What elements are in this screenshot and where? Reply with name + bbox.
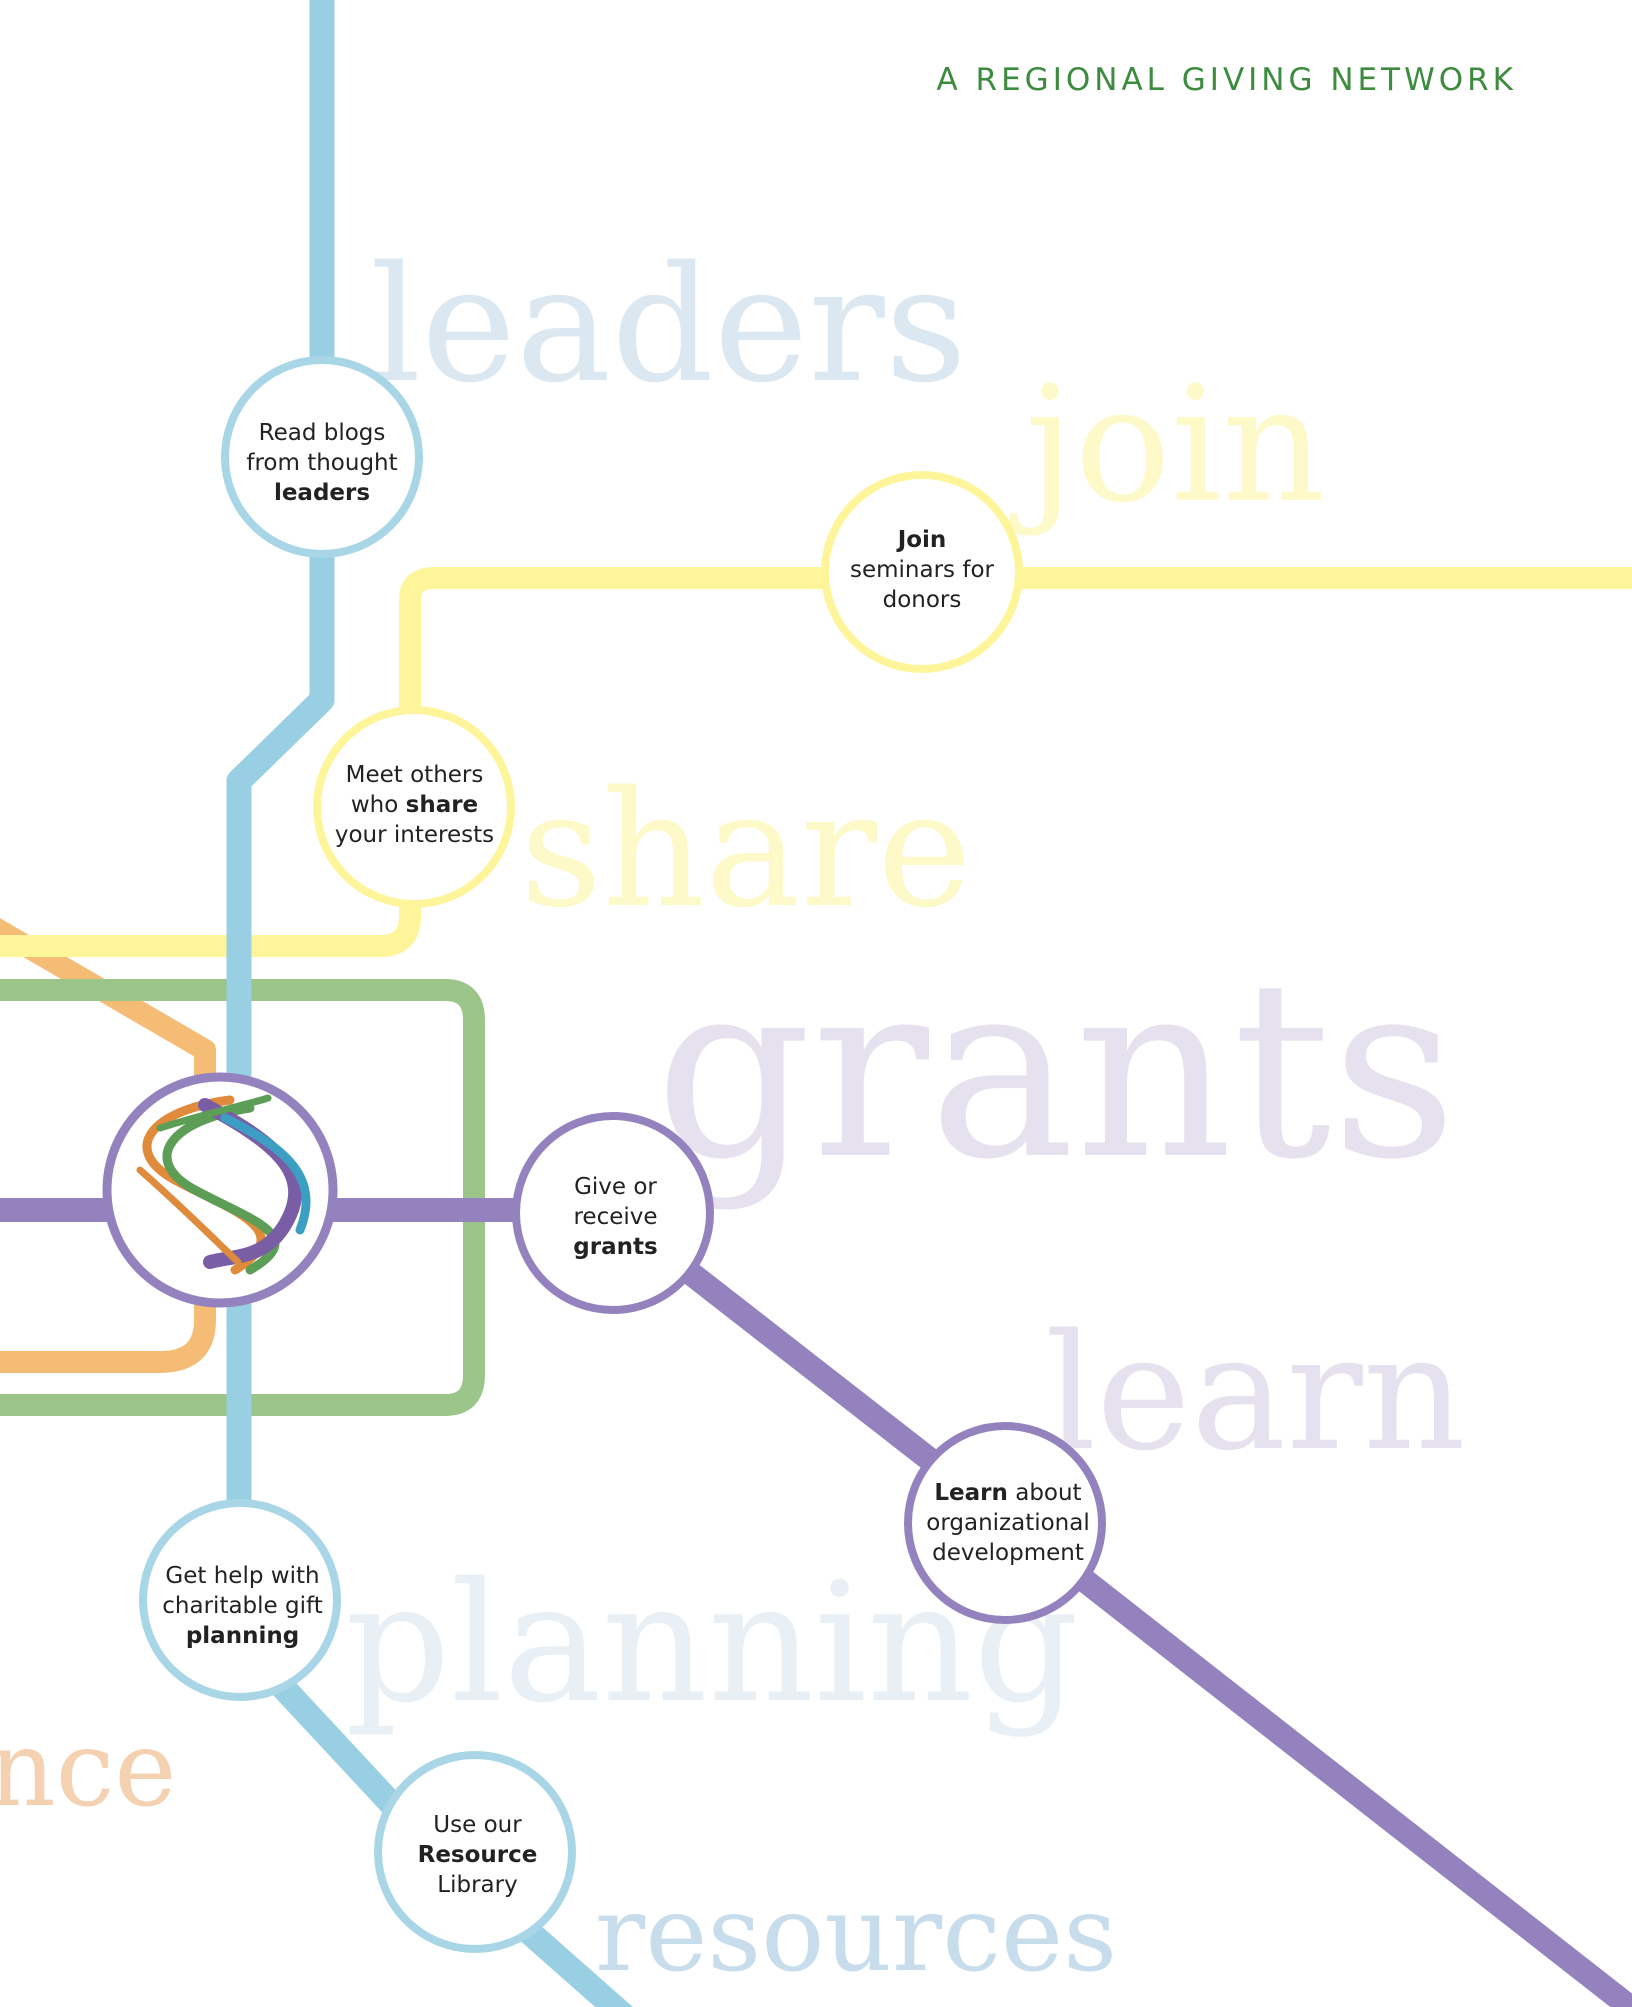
station-label-resource: Use our Resource Library	[405, 1810, 550, 1900]
station-label-share-bold: share	[405, 792, 479, 818]
station-resource[interactable]	[374, 1751, 576, 1953]
orange-line	[0, 918, 216, 1373]
station-label-share-post: your interests	[334, 822, 495, 848]
bg-word-nce: nce	[0, 1708, 177, 1830]
station-label-planning-bold: planning	[185, 1623, 300, 1649]
station-label-share-pre: Meet others who	[345, 762, 484, 818]
station-label-blogs: Read blogs from thought leaders	[232, 418, 412, 508]
bg-word-learn: learn	[1045, 1299, 1466, 1486]
station-label-join: Join seminars for donors	[842, 525, 1002, 615]
green-line	[0, 979, 485, 1416]
bg-word-share: share	[520, 756, 972, 943]
bg-word-join: join	[1009, 351, 1325, 538]
station-label-join-bold: Join	[897, 527, 947, 553]
ribbon-logo-icon	[136, 1094, 311, 1275]
station-label-learn: Learn about organizational development	[918, 1478, 1098, 1568]
station-grants[interactable]	[512, 1112, 714, 1314]
station-label-resource-post: Library	[437, 1872, 518, 1898]
station-label-blogs-bold: leaders	[273, 480, 371, 506]
station-label-grants-bold: grants	[573, 1234, 658, 1260]
station-planning[interactable]	[139, 1499, 341, 1701]
bg-word-leaders: leaders	[370, 231, 967, 418]
station-label-grants-text: Give or receive	[573, 1174, 658, 1230]
station-label-planning-text: Get help with charitable gift	[162, 1563, 323, 1619]
station-label-grants: Give or receive grants	[548, 1172, 683, 1262]
station-label-blogs-text: Read blogs from thought	[246, 420, 398, 476]
station-join[interactable]	[821, 471, 1023, 673]
bg-word-grants: grants	[655, 928, 1457, 1213]
station-label-planning: Get help with charitable gift planning	[155, 1561, 330, 1651]
station-label-share: Meet others who share your interests	[332, 760, 497, 850]
tagline: A REGIONAL GIVING NETWORK	[936, 62, 1517, 98]
station-learn[interactable]	[904, 1422, 1106, 1624]
station-share[interactable]	[313, 706, 515, 908]
station-label-resource-bold: Resource	[417, 1842, 538, 1868]
station-label-join-text: seminars for donors	[850, 557, 994, 613]
station-label-learn-bold: Learn	[934, 1480, 1008, 1506]
station-label-learn-text: about organizational development	[926, 1480, 1090, 1566]
station-blogs[interactable]	[221, 356, 423, 558]
station-label-resource-pre: Use our	[433, 1812, 522, 1838]
bg-word-resources: resources	[595, 1873, 1117, 1995]
